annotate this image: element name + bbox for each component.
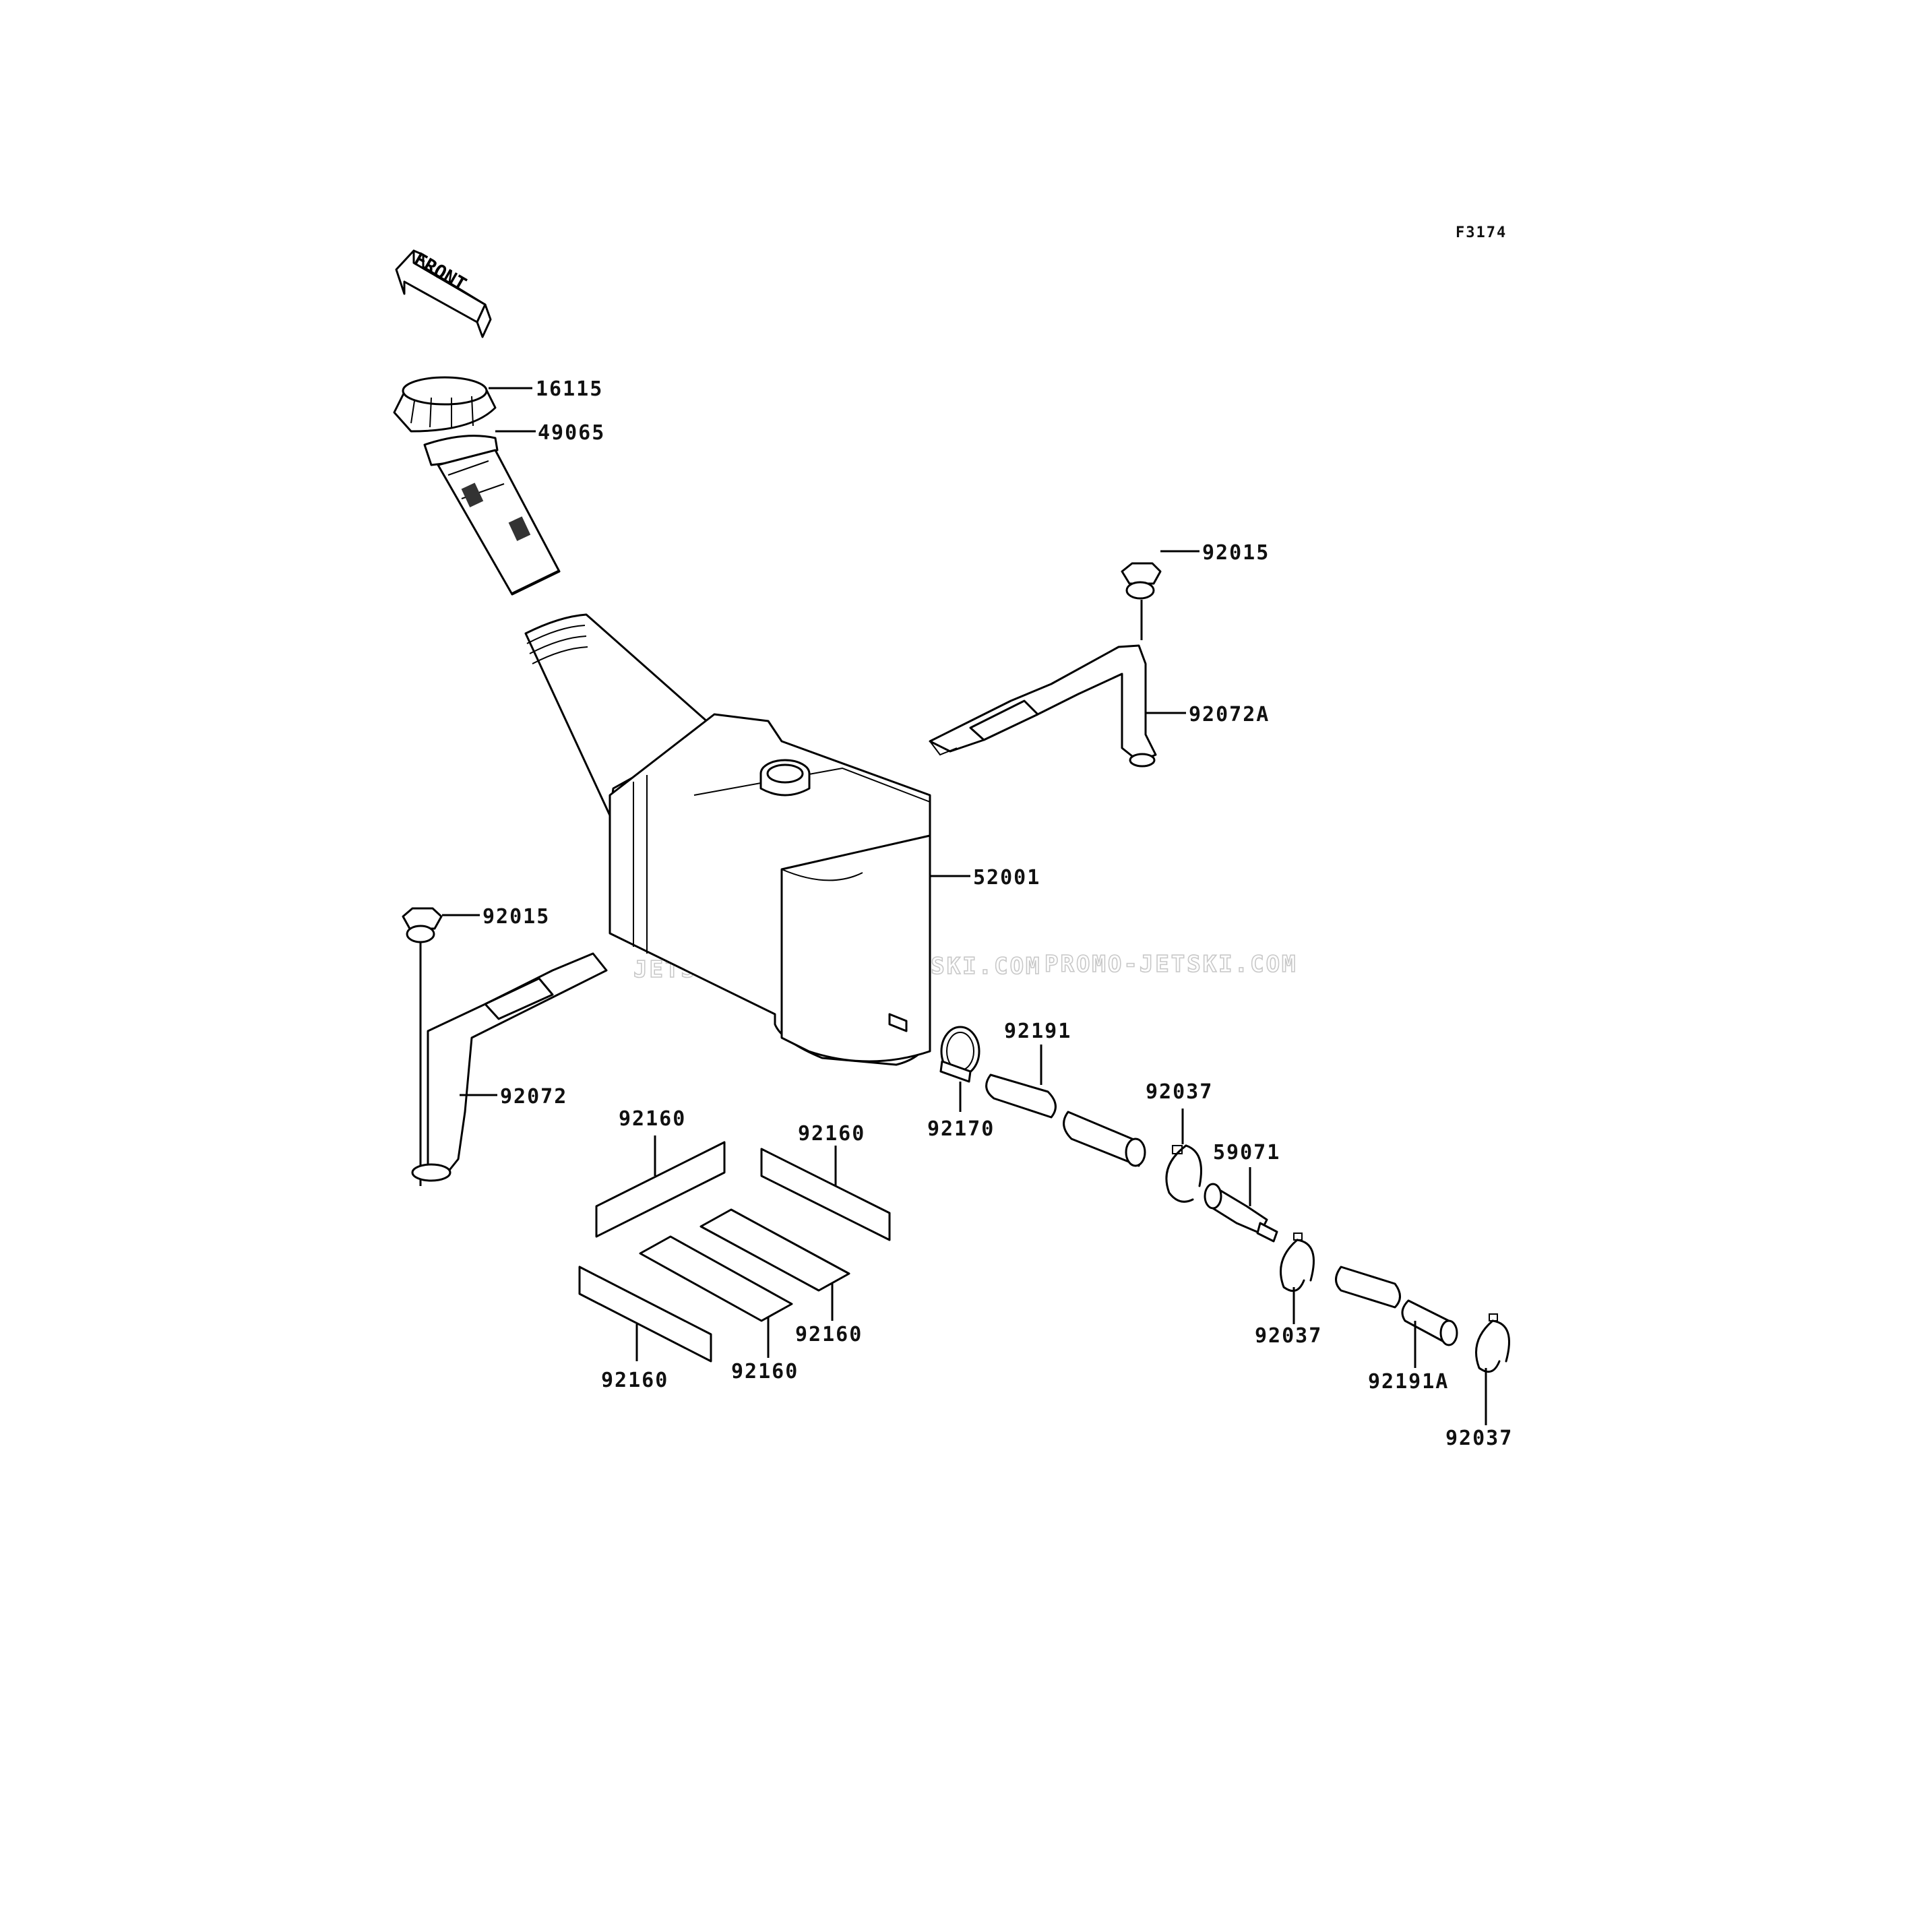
- check-valve-59071: [1204, 1183, 1278, 1243]
- hose-92191: [985, 1073, 1146, 1167]
- strainer-mesh-icon: [461, 482, 531, 541]
- clip-92037-middle: [1280, 1233, 1315, 1292]
- clip-92037-lower: [1475, 1313, 1510, 1373]
- part-label-92191A: 92191A: [1368, 1370, 1449, 1394]
- part-label-92160-d: 92160: [731, 1360, 799, 1383]
- part-label-92072A: 92072A: [1189, 703, 1270, 726]
- rubber-pads: [578, 1141, 891, 1363]
- clip-92037-upper: [1165, 1144, 1202, 1203]
- hose-clamp-92170: [939, 1026, 980, 1083]
- part-label-49065: 49065: [538, 421, 605, 445]
- filler-strainer: [423, 435, 561, 596]
- front-arrow-icon: FRONT: [395, 248, 492, 338]
- filler-cap: [393, 376, 497, 433]
- part-label-92191: 92191: [1004, 1020, 1071, 1043]
- part-label-92037-b: 92037: [1255, 1324, 1322, 1348]
- part-label-52001: 52001: [973, 866, 1040, 890]
- diagram-code: F3174: [1456, 224, 1507, 241]
- part-label-92072: 92072: [500, 1085, 567, 1109]
- nut-right: [1121, 562, 1162, 600]
- hose-92191A: [1335, 1266, 1458, 1346]
- watermark-3: PROMO-JETSKI.COM: [1045, 951, 1298, 978]
- nut-left: [402, 907, 443, 943]
- part-label-92160-b: 92160: [798, 1122, 865, 1146]
- part-label-92160-a: 92160: [619, 1107, 686, 1131]
- part-label-92015-lower: 92015: [482, 905, 550, 929]
- part-label-92037-c: 92037: [1445, 1427, 1513, 1450]
- part-label-92037-a: 92037: [1146, 1080, 1213, 1104]
- part-label-16115: 16115: [536, 377, 603, 401]
- part-label-92015-upper: 92015: [1202, 541, 1270, 565]
- part-label-92160-c: 92160: [795, 1323, 863, 1346]
- part-label-59071: 59071: [1213, 1141, 1280, 1164]
- part-label-92170: 92170: [927, 1117, 995, 1141]
- part-label-92160-e: 92160: [601, 1369, 668, 1392]
- bracket-92072: [411, 952, 608, 1182]
- oil-tank: [524, 613, 931, 1066]
- bracket-92072A: [929, 644, 1157, 768]
